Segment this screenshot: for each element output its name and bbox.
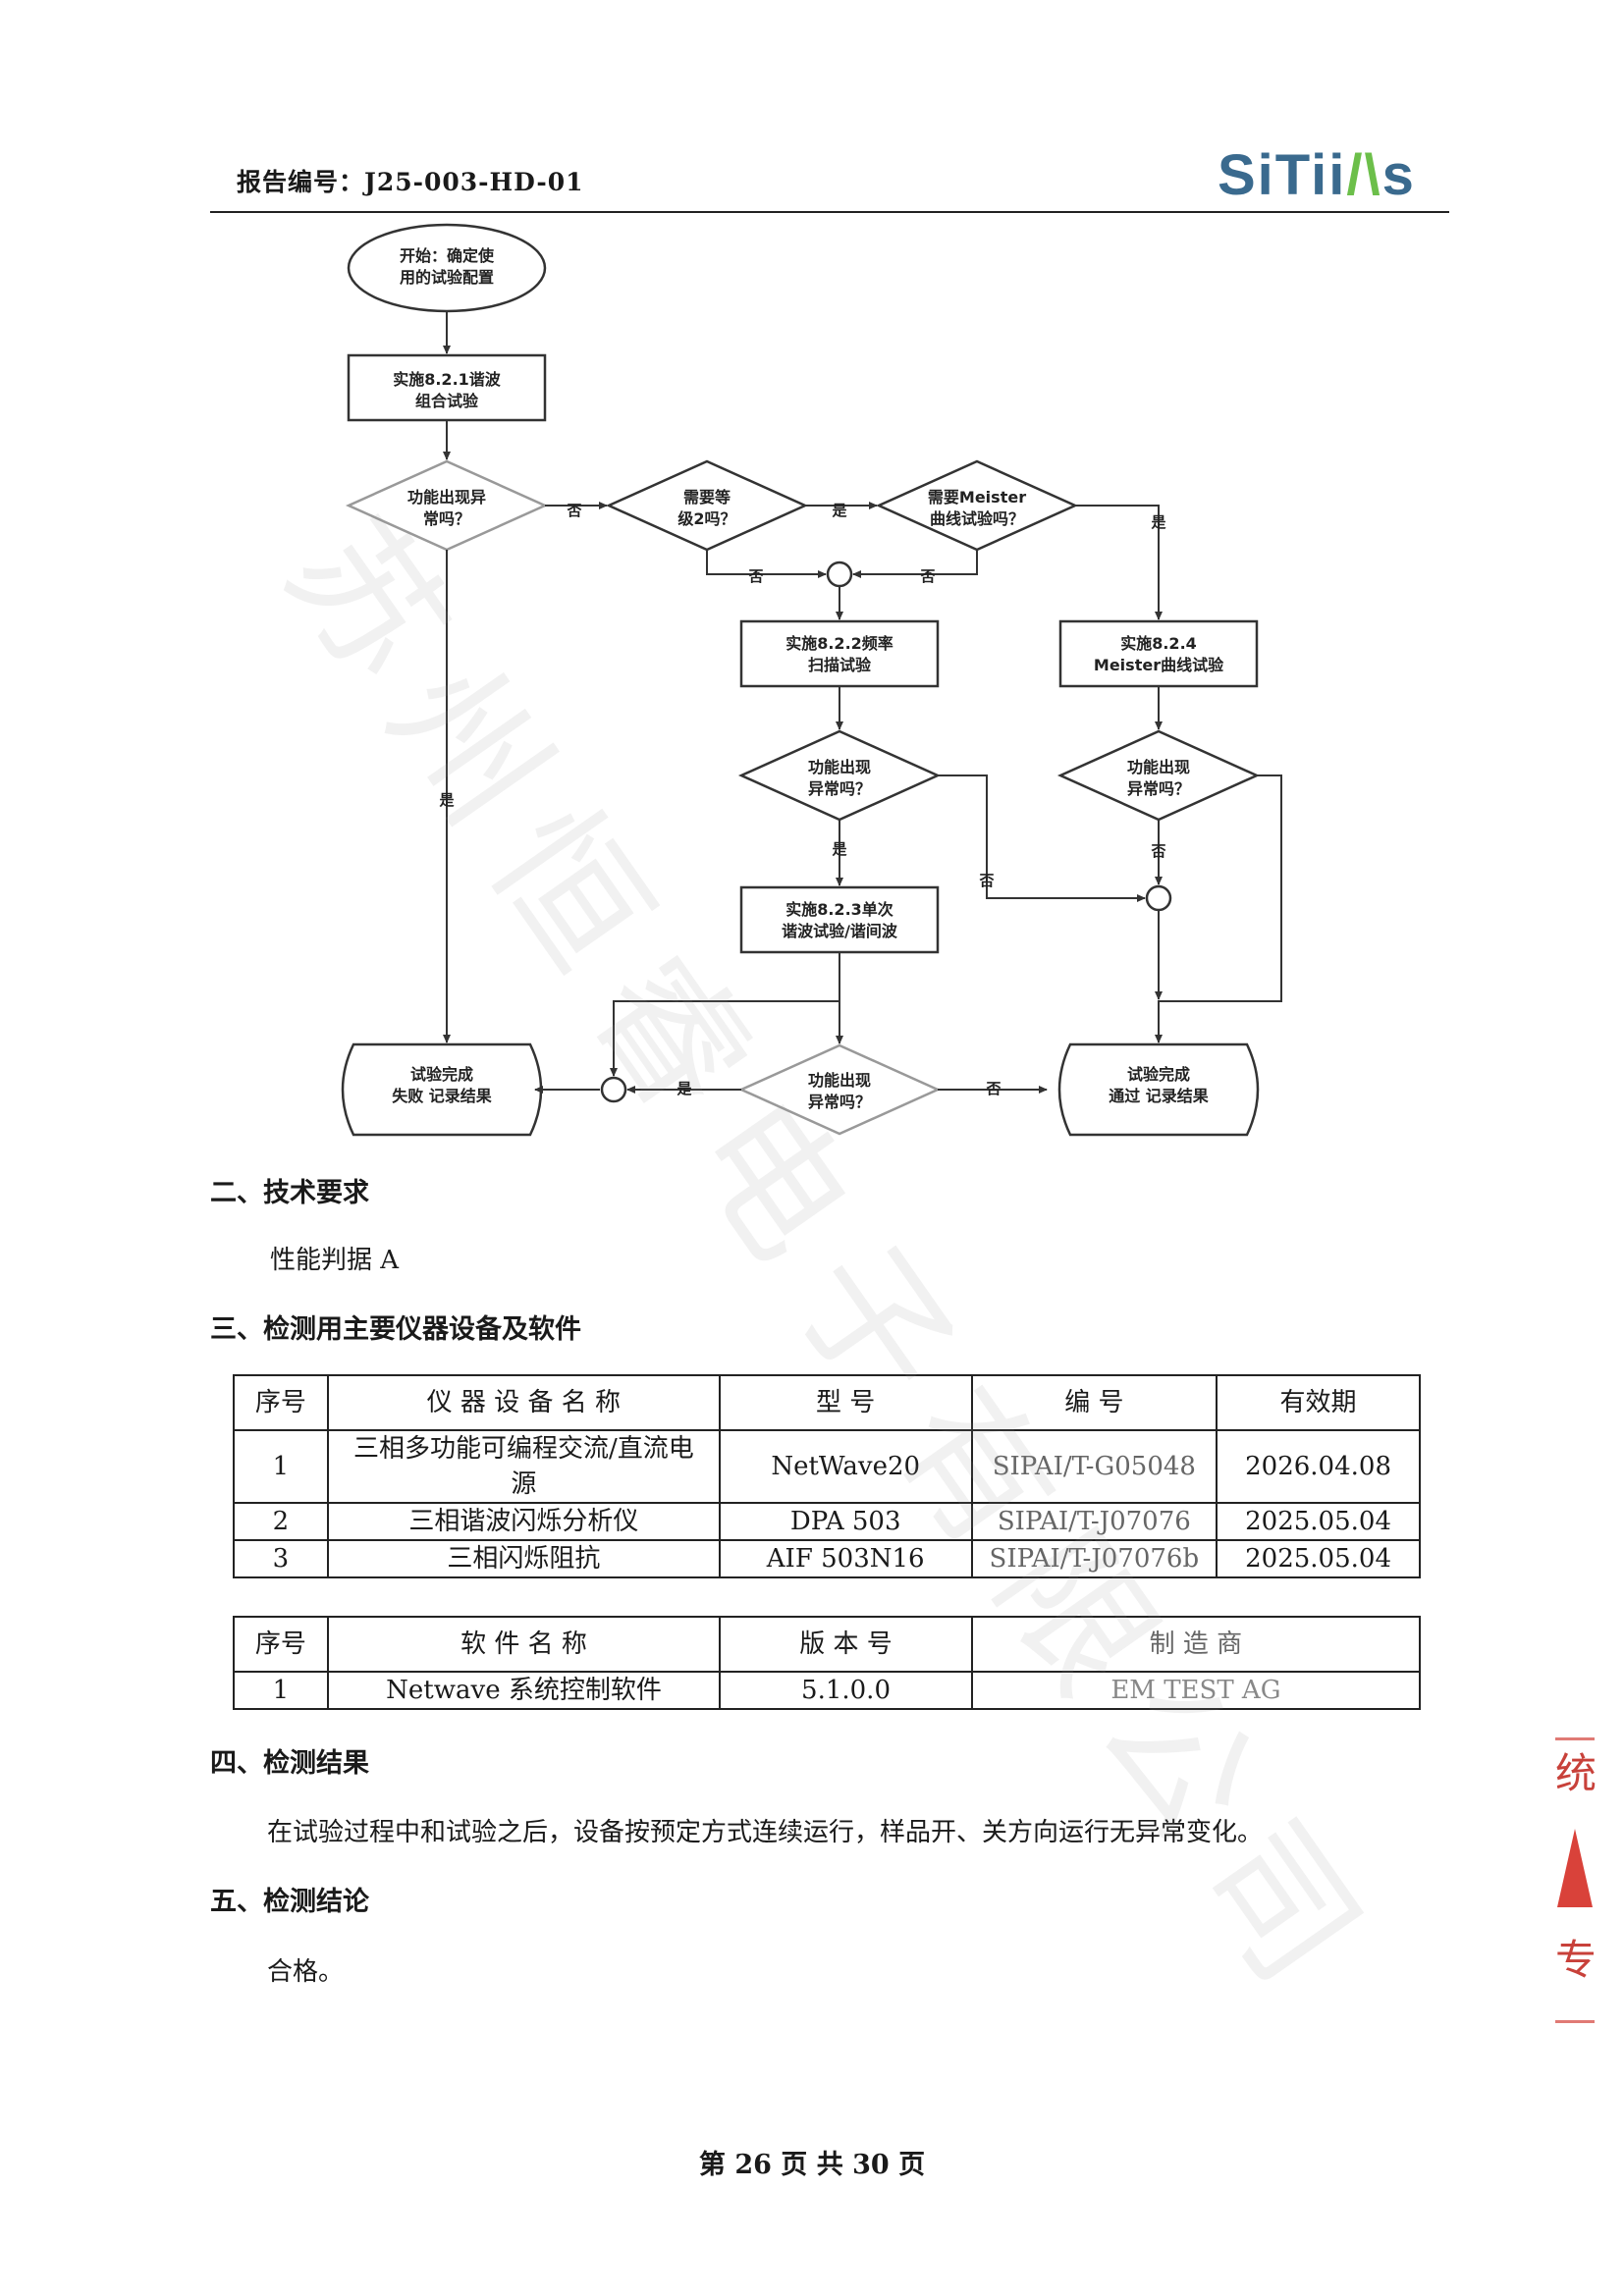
col-header-no: 序号 <box>233 1374 329 1431</box>
table-cell: Netwave 系统控制软件 <box>326 1671 722 1710</box>
table-row: 1 三相多功能可编程交流/直流电源 NetWave20 SIPAI/T-G050… <box>233 1429 1421 1504</box>
flow-step-824-line2: Meister曲线试验 <box>1094 656 1224 674</box>
flow-step-823 <box>739 885 940 954</box>
table-row: 2 三相谐波闪烁分析仪 DPA 503 SIPAI/T-J07076 2025.… <box>233 1502 1421 1541</box>
table-cell: 三相闪烁阻抗 <box>326 1539 721 1578</box>
table-row: 1 Netwave 系统控制软件 5.1.0.0 EM TEST AG <box>233 1671 1422 1710</box>
sitiias-logo: SiTii/\s <box>1218 143 1416 207</box>
flow-step-824 <box>1058 619 1259 688</box>
sw-header-name: 软 件 名 称 <box>326 1616 722 1673</box>
sw-header-no: 序号 <box>233 1616 329 1673</box>
table-row: 3 三相闪烁阻抗 AIF 503N16 SIPAI/T-J07076b 2025… <box>233 1539 1421 1578</box>
flow-q3-line1: 功能出现 <box>1127 758 1190 776</box>
flow-step-821-line2: 组合试验 <box>415 392 479 410</box>
flow-q4-line2: 异常吗？ <box>808 1093 871 1111</box>
flow-q1-line1: 功能出现异 <box>407 488 486 507</box>
software-header-row: 序号 软 件 名 称 版 本 号 制 造 商 <box>233 1616 1422 1673</box>
software-table: 序号 软 件 名 称 版 本 号 制 造 商 1 Netwave 系统控制软件 … <box>233 1616 1422 1710</box>
flow-label-no-5: 否 <box>1150 842 1165 860</box>
test-flowchart: 开始：确定使 用的试验配置 实施8.2.1谐波 组合试验 功能出现异 常吗？ 需… <box>341 223 1282 1137</box>
table-cell: 2025.05.04 <box>1216 1539 1421 1578</box>
col-header-valid: 有效期 <box>1216 1374 1421 1431</box>
section-5-title: 五、检测结论 <box>210 1887 369 1917</box>
equipment-header-row: 序号 仪 器 设 备 名 称 型 号 编 号 有效期 <box>233 1374 1421 1431</box>
table-cell: SIPAI/T-J07076b <box>970 1539 1218 1578</box>
flow-end-fail-line2: 失败 记录结果 <box>392 1087 492 1105</box>
flow-q-abnormal-4 <box>737 1043 942 1136</box>
page-number: 第 26 页 共 30 页 <box>698 2150 926 2180</box>
flow-step-822-line1: 实施8.2.2频率 <box>785 634 893 653</box>
table-cell: 2 <box>233 1502 329 1541</box>
table-cell: EM TEST AG <box>970 1671 1422 1710</box>
flow-q-meister-line1: 需要Meister <box>928 488 1026 507</box>
flow-q-meister-line2: 曲线试验吗？ <box>930 509 1024 528</box>
flow-q-level2-line2: 级2吗？ <box>677 509 735 528</box>
section-4-title: 四、检测结果 <box>210 1748 369 1779</box>
flow-junction-1 <box>826 561 853 588</box>
table-cell: 2026.04.08 <box>1216 1429 1421 1504</box>
flow-end-fail-line1: 试验完成 <box>410 1065 473 1084</box>
col-header-model: 型 号 <box>718 1374 973 1431</box>
flow-label-yes-2: 是 <box>1150 513 1166 531</box>
section-5-body: 合格。 <box>267 1957 345 1987</box>
flow-end-pass <box>1057 1042 1260 1137</box>
col-header-name: 仪 器 设 备 名 称 <box>326 1374 721 1431</box>
col-header-id: 编 号 <box>970 1374 1218 1431</box>
flow-end-pass-line2: 通过 记录结果 <box>1109 1087 1209 1105</box>
flow-step-821-line1: 实施8.2.1谐波 <box>393 370 502 389</box>
flow-label-no-2: 否 <box>747 567 763 585</box>
seal-star-icon <box>1557 1829 1593 1907</box>
header-divider <box>210 211 1449 213</box>
table-cell: SIPAI/T-G05048 <box>970 1429 1218 1504</box>
flow-label-yes-5: 是 <box>676 1080 692 1097</box>
seal-bottom-char: 专 <box>1555 1936 1597 1984</box>
flow-q2-line1: 功能出现 <box>808 758 871 776</box>
equipment-table: 序号 仪 器 设 备 名 称 型 号 编 号 有效期 1 三相多功能可编程交流/… <box>233 1374 1421 1578</box>
flow-end-pass-line1: 试验完成 <box>1127 1065 1190 1084</box>
flow-q2-line2: 异常吗？ <box>808 779 871 798</box>
flow-step-822-line2: 扫描试验 <box>808 656 872 674</box>
seal-stamp: 统 专 <box>1555 1737 1597 2023</box>
table-cell: SIPAI/T-J07076 <box>970 1502 1218 1541</box>
table-cell: 三相多功能可编程交流/直流电源 <box>326 1429 721 1504</box>
section-4-body: 在试验过程中和试验之后，设备按预定方式连续运行，样品开、关方向运行无异常变化。 <box>267 1818 1264 1847</box>
flow-end-fail <box>341 1042 543 1137</box>
flow-label-no-3: 否 <box>919 567 935 585</box>
flow-label-no-1: 否 <box>566 502 581 519</box>
flow-q4-line1: 功能出现 <box>808 1071 871 1090</box>
flow-q3-line2: 异常吗？ <box>1127 779 1190 798</box>
table-cell: NetWave20 <box>718 1429 973 1504</box>
report-number: 报告编号：J25-003-HD-01 <box>237 168 584 196</box>
table-cell: 2025.05.04 <box>1216 1502 1421 1541</box>
flow-label-no-6: 否 <box>985 1080 1001 1097</box>
flow-q1-line2: 常吗？ <box>423 509 470 528</box>
flow-label-yes-1: 是 <box>831 502 847 519</box>
flow-q-level2-line1: 需要等 <box>683 488 731 507</box>
flow-label-yes-4: 是 <box>831 840 847 858</box>
table-cell: 3 <box>233 1539 329 1578</box>
section-2-body: 性能判据 A <box>270 1246 400 1275</box>
flow-start-line1: 开始：确定使 <box>400 246 495 265</box>
table-cell: AIF 503N16 <box>718 1539 973 1578</box>
table-cell: 三相谐波闪烁分析仪 <box>326 1502 721 1541</box>
table-cell: 1 <box>233 1671 329 1710</box>
table-cell: 1 <box>233 1429 329 1504</box>
section-2-title: 二、技术要求 <box>210 1178 369 1208</box>
flow-start-line2: 用的试验配置 <box>400 268 494 287</box>
flow-label-yes-3: 是 <box>438 791 455 809</box>
section-3-title: 三、检测用主要仪器设备及软件 <box>210 1314 581 1345</box>
flow-step-822 <box>739 619 940 688</box>
flow-step-823-line1: 实施8.2.3单次 <box>785 900 893 919</box>
flow-junction-2 <box>1145 884 1172 912</box>
flow-step-824-line1: 实施8.2.4 <box>1120 634 1197 653</box>
flow-junction-3 <box>600 1076 627 1103</box>
table-cell: 5.1.0.0 <box>719 1671 973 1710</box>
seal-top-char: 统 <box>1555 1749 1597 1797</box>
flow-label-no-4: 否 <box>978 872 994 889</box>
flow-step-823-line2: 谐波试验/谐间波 <box>782 922 898 940</box>
sw-header-version: 版 本 号 <box>719 1616 973 1673</box>
table-cell: DPA 503 <box>718 1502 973 1541</box>
sw-header-maker: 制 造 商 <box>970 1616 1422 1673</box>
